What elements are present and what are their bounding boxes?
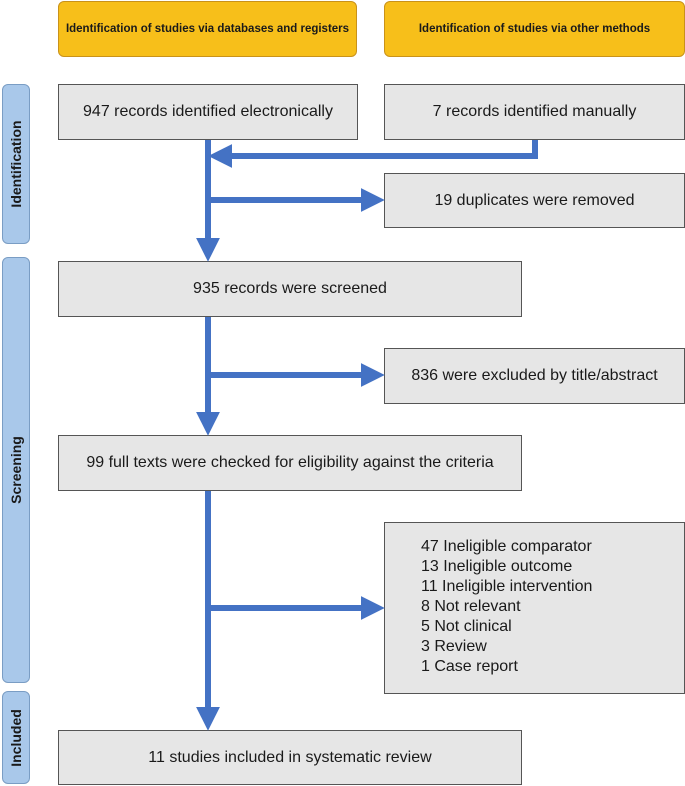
manual-merge-arrow (208, 140, 538, 168)
records-screened-text: 935 records were screened (193, 280, 387, 297)
exclusion-reasons-list: 47 Ineligible comparator 13 Ineligible o… (385, 523, 592, 677)
electronic-records-text: 947 records identified electronically (83, 103, 333, 120)
exclusion-reason: 8 Not relevant (421, 598, 521, 615)
databases-header: Identification of studies via databases … (58, 1, 357, 57)
studies-included-text: 11 studies included in systematic review (148, 748, 432, 766)
records-screened-box: 935 records were screened (58, 261, 522, 317)
full-texts-box: 99 full texts were checked for eligibili… (58, 435, 522, 491)
exclusion-reason: 3 Review (421, 638, 487, 655)
phase-screening: Screening (2, 257, 30, 683)
duplicates-removed-box: 19 duplicates were removed (384, 173, 685, 228)
exclusion-reason: 47 Ineligible comparator (421, 538, 592, 555)
databases-header-label: Identification of studies via databases … (65, 23, 350, 35)
exclusion-reason: 1 Case report (421, 658, 518, 675)
full-texts-text: 99 full texts were checked for eligibili… (86, 454, 494, 471)
exclusion-reason: 13 Ineligible outcome (421, 558, 573, 575)
title-abstract-excluded-box: 836 were excluded by title/abstract (384, 348, 685, 404)
phase-identification: Identification (2, 84, 30, 244)
exclusion-reasons-box: 47 Ineligible comparator 13 Ineligible o… (384, 522, 685, 694)
exclusion-reason: 11 Ineligible intervention (421, 578, 593, 595)
title-abstract-excluded-text: 836 were excluded by title/abstract (411, 367, 658, 384)
electronic-records-box: 947 records identified electronically (58, 84, 358, 140)
phase-included: Included (2, 691, 30, 784)
other-methods-header-label: Identification of studies via other meth… (418, 23, 651, 35)
manual-records-text: 7 records identified manually (432, 103, 637, 120)
exclusion-reason: 5 Not clinical (421, 618, 512, 635)
duplicates-removed-text: 19 duplicates were removed (434, 191, 635, 209)
manual-records-box: 7 records identified manually (384, 84, 685, 140)
studies-included-box: 11 studies included in systematic review (58, 730, 522, 785)
other-methods-header: Identification of studies via other meth… (384, 1, 685, 57)
